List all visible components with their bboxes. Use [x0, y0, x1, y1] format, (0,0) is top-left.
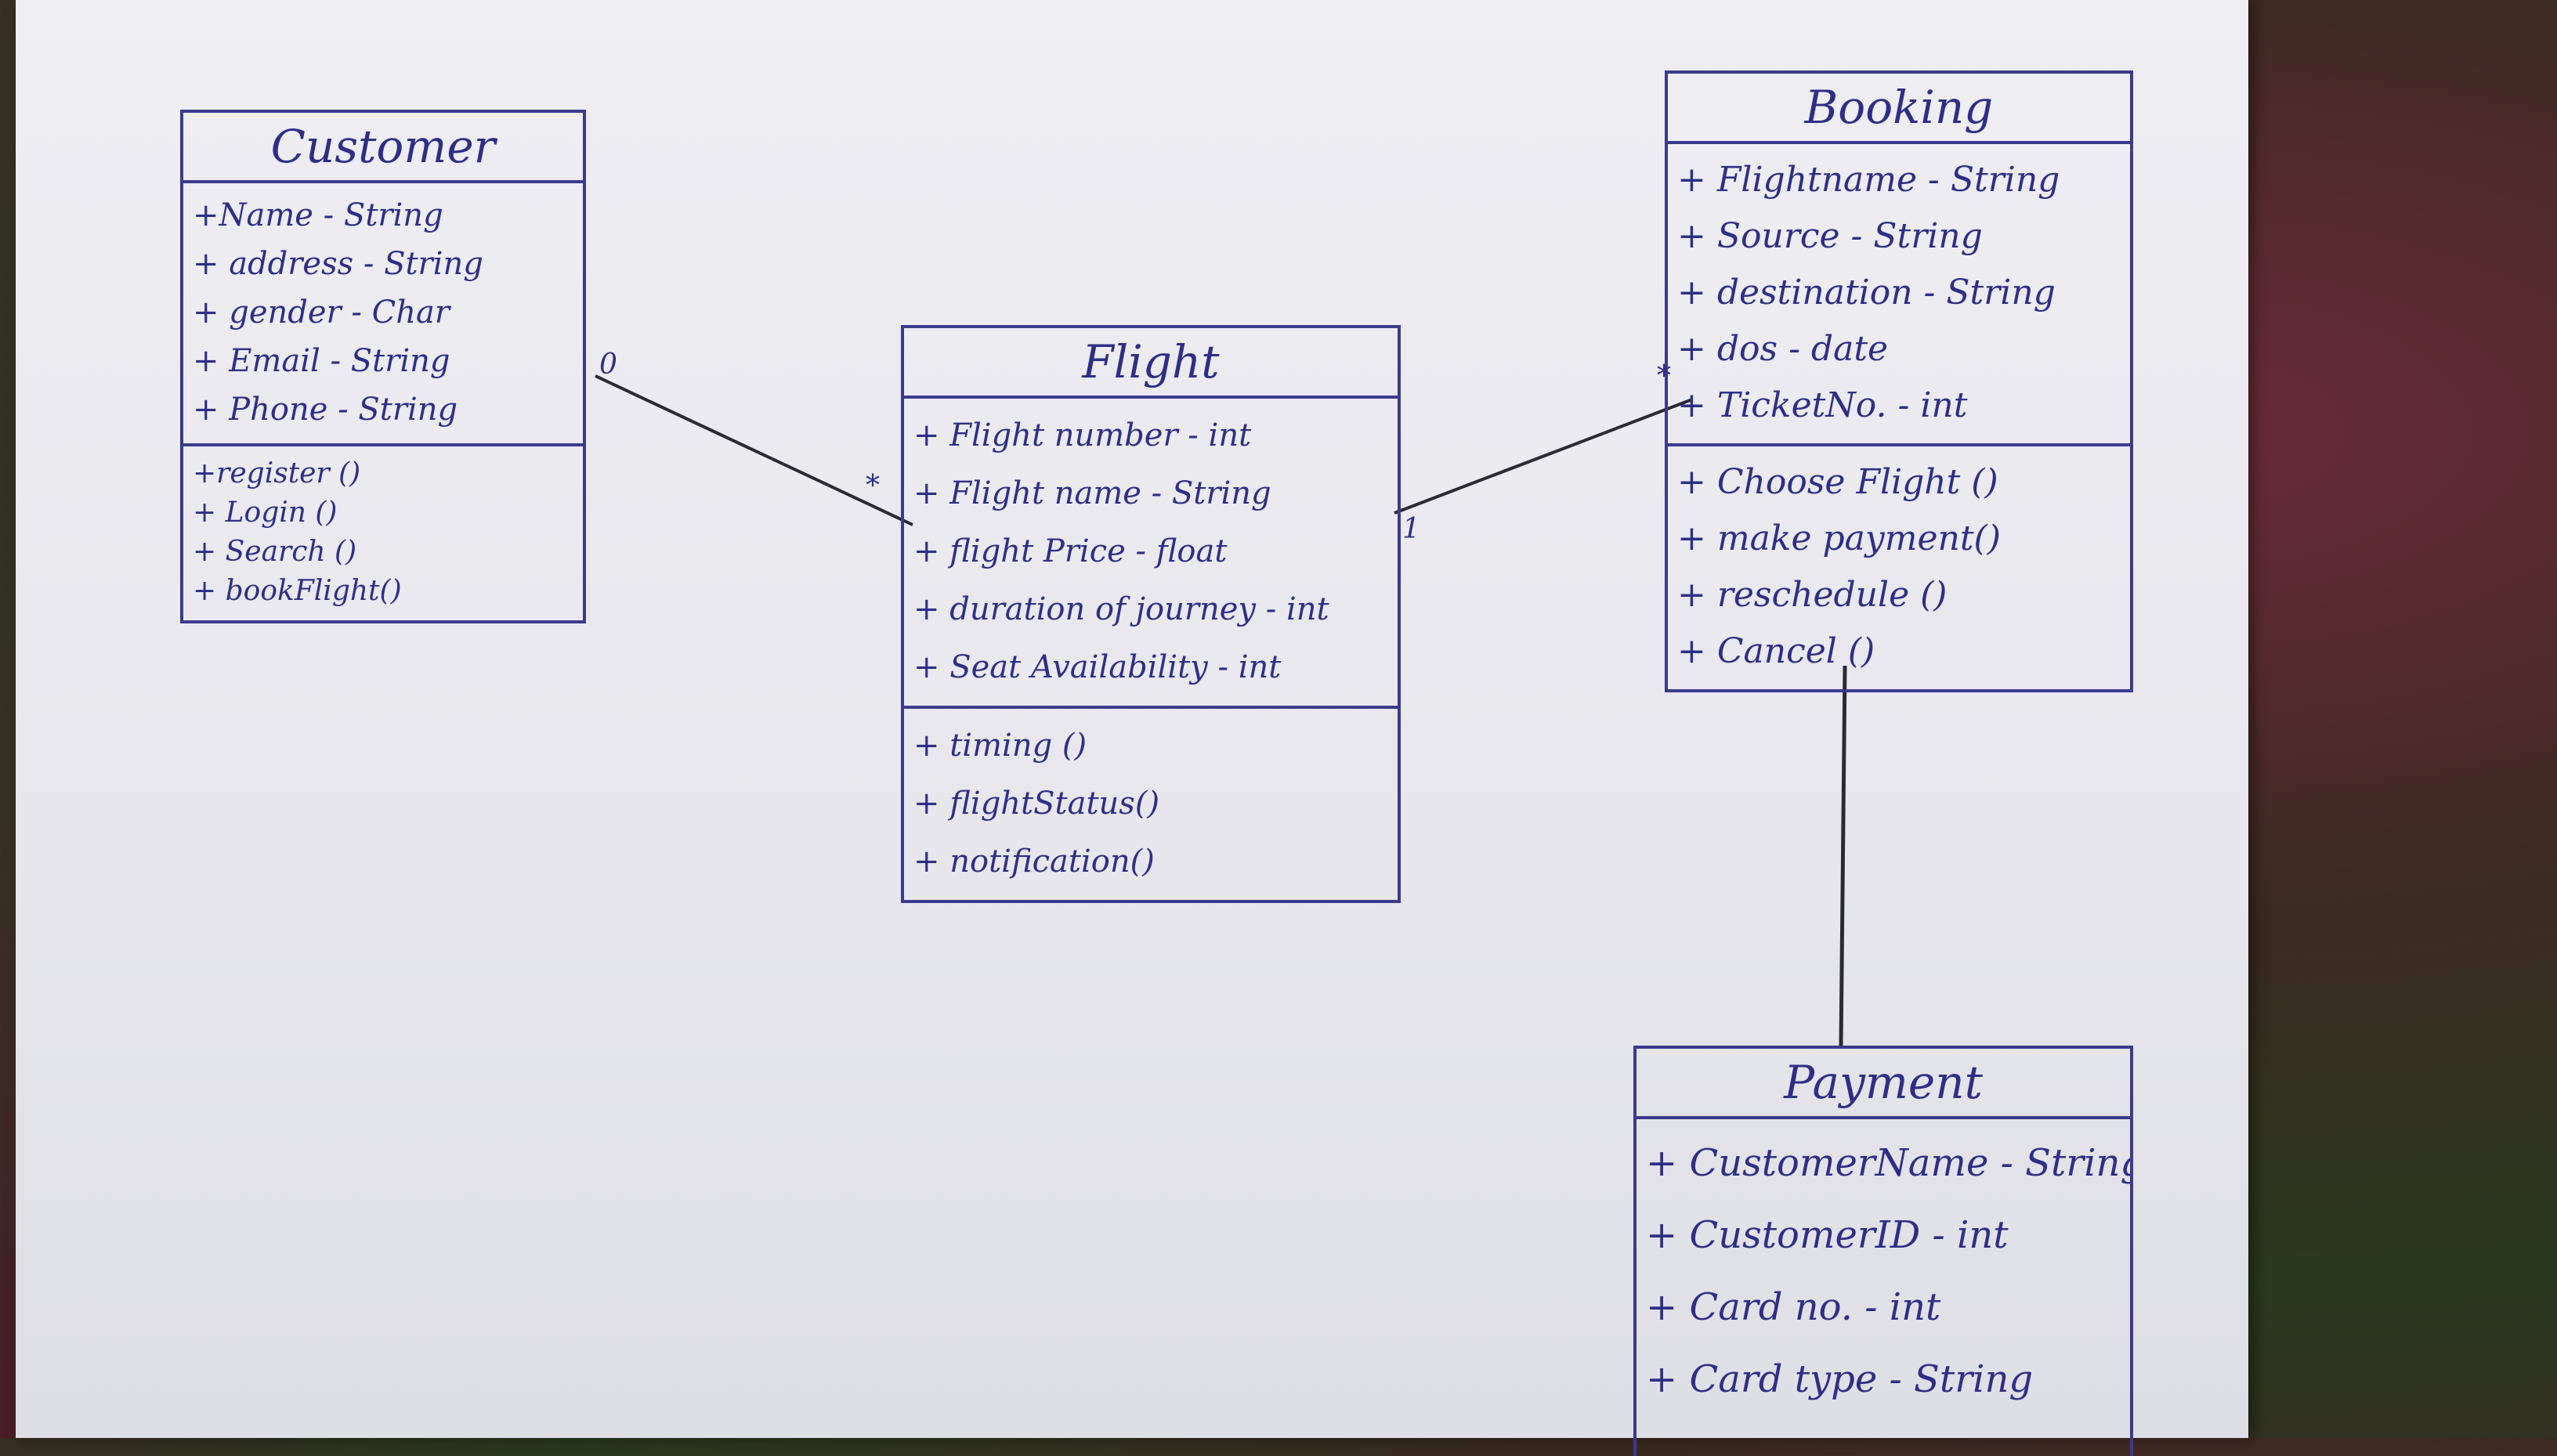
attribute: + flight Price - float: [913, 533, 1228, 569]
attribute: + Card no. - int: [1646, 1285, 1941, 1329]
operation: + make payment(): [1677, 518, 2001, 558]
attribute: + duration of journey - int: [913, 591, 1329, 627]
operation-list: + Choose Flight () + make payment() + re…: [1668, 446, 2130, 689]
operation: + Choose Flight (): [1677, 462, 1998, 502]
attribute: + Flightname - String: [1677, 160, 2060, 200]
attribute-list: + Flightname - String + Source - String …: [1668, 144, 2130, 446]
operation: + reschedule (): [1677, 575, 1948, 615]
attribute: + Flight number - int: [913, 417, 1252, 453]
attribute-list: +Name - String + address - String + gend…: [183, 183, 583, 446]
booking-payment-association: [1839, 665, 1847, 1046]
operation: + notification(): [913, 844, 1155, 880]
attribute: + Flight name - String: [913, 475, 1271, 511]
class-name: Flight: [904, 328, 1398, 399]
attribute: + Seat Availability - int: [913, 649, 1282, 685]
flight-booking-association: [1394, 398, 1693, 515]
operation: + timing (): [913, 728, 1087, 764]
attribute: +Name - String: [193, 197, 443, 233]
attribute: + CustomerID - int: [1646, 1213, 2009, 1257]
attribute-list: + Flight number - int + Flight name - St…: [904, 399, 1398, 709]
attribute: + destination - String: [1677, 273, 2056, 313]
paper-sheet: [16, 0, 2248, 1438]
class-name: Payment: [1637, 1049, 2130, 1119]
operation: + Search (): [193, 536, 357, 568]
class-flight: Flight + Flight number - int + Flight na…: [901, 325, 1401, 903]
attribute: + Phone - String: [193, 392, 458, 428]
operation: + Login (): [193, 497, 338, 529]
class-name: Customer: [183, 113, 583, 183]
multiplicity-booking: *: [1657, 360, 1671, 392]
operation: +register (): [193, 457, 361, 490]
class-payment: Payment + CustomerName - String + Custom…: [1633, 1046, 2133, 1456]
multiplicity-customer: 0: [599, 349, 617, 381]
class-customer: Customer +Name - String + address - Stri…: [180, 110, 586, 623]
class-booking: Booking + Flightname - String + Source -…: [1665, 70, 2133, 692]
attribute-list: + CustomerName - String + CustomerID - i…: [1637, 1119, 2130, 1425]
operation-list: + timing () + flightStatus() + notificat…: [904, 709, 1398, 900]
attribute: + gender - Char: [193, 294, 450, 331]
attribute: + address - String: [193, 246, 483, 282]
class-name: Booking: [1668, 74, 2130, 144]
attribute: + Email - String: [193, 343, 450, 379]
operation: + flightStatus(): [913, 786, 1160, 822]
attribute: + dos - date: [1677, 329, 1889, 369]
operation: + bookFlight(): [193, 575, 402, 607]
customer-flight-association: [595, 374, 913, 526]
attribute: + CustomerName - String: [1646, 1141, 2130, 1185]
multiplicity-flight-left: *: [866, 470, 880, 502]
attribute: + Card type - String: [1646, 1357, 2034, 1401]
attribute: + Source - String: [1677, 216, 1983, 256]
operation-list: +register () + Login () + Search () + bo…: [183, 446, 583, 620]
attribute: + TicketNo. - int: [1677, 385, 1968, 425]
operation: + Cancel (): [1677, 631, 1875, 671]
multiplicity-flight-right: 1: [1402, 513, 1420, 545]
